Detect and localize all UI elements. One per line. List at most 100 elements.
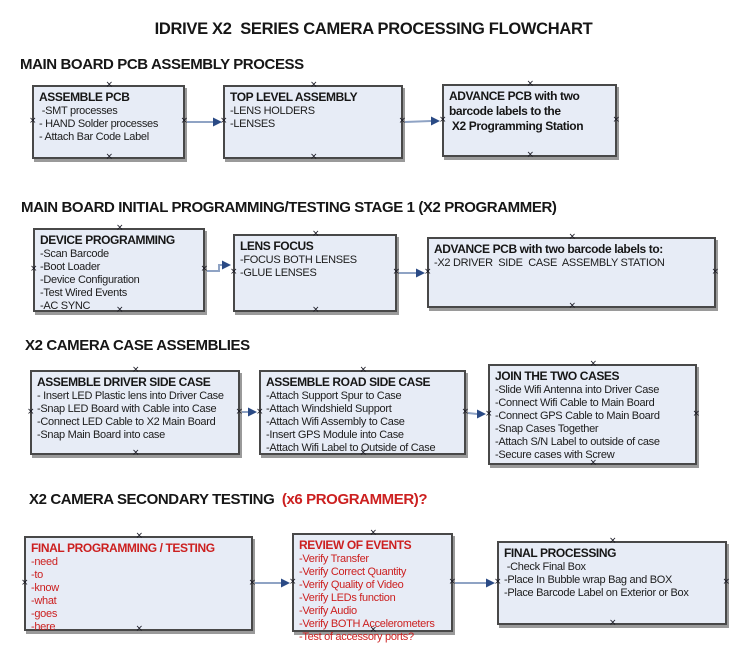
box-item: -Attach Wifi Label to Outside of Case <box>266 442 436 454</box>
box-item: -Verify BOTH Accelerometers <box>299 618 435 630</box>
connection-point-marker: × <box>609 618 617 628</box>
connection-point-marker: × <box>116 223 124 233</box>
connection-point-marker: × <box>589 359 598 369</box>
box-item: -Insert GPS Module into Case <box>266 429 404 441</box>
box-item: -Test of accessory ports? <box>299 631 414 643</box>
box-item: - HAND Solder processes <box>39 118 159 130</box>
box-item: -SMT processes <box>39 105 118 117</box>
box-item: -LENS HOLDERS <box>230 105 315 117</box>
box-header: ASSEMBLE DRIVER SIDE CASE <box>37 375 211 389</box>
box-items: -Scan Barcode-Boot Loader-Device Configu… <box>40 248 203 313</box>
box-header: TOP LEVEL ASSEMBLY <box>230 90 358 104</box>
connection-point-marker: × <box>494 577 502 587</box>
box-item: -Check Final Box <box>504 561 586 573</box>
box-item: -goes <box>31 608 58 620</box>
box-item: -need <box>31 556 58 568</box>
flow-box-top-level-assembly: TOP LEVEL ASSEMBLY -LENS HOLDERS-LENSES … <box>220 81 406 162</box>
flow-box-lens-focus: LENS FOCUS -FOCUS BOTH LENSES-GLUE LENSE… <box>230 230 400 315</box>
box-header: ASSEMBLE ROAD SIDE CASE <box>266 375 431 389</box>
box-item: -what <box>31 595 57 607</box>
box-item: -LENSES <box>230 118 275 130</box>
box-header: FINAL PROCESSING <box>504 546 617 560</box>
box-items: -Slide Wifi Antenna into Driver Case-Con… <box>495 384 695 462</box>
connection-point-marker: × <box>105 80 114 90</box>
box-item: -Verify LEDs function <box>299 592 396 604</box>
connection-point-marker: × <box>310 80 318 90</box>
box-items: -need-to-know-what-goes-here <box>31 556 251 634</box>
box-item: -Connect Wifi Cable to Main Board <box>495 397 655 409</box>
flow-box-review-of-events: REVIEW OF EVENTS -Verify Transfer-Verify… <box>289 529 456 644</box>
box-item: -Device Configuration <box>40 274 140 286</box>
box-item: - Attach Bar Code Label <box>39 131 149 143</box>
box-header: JOIN THE TWO CASES <box>495 369 620 383</box>
connection-point-marker: × <box>312 305 320 315</box>
box-items: - Insert LED Plastic lens into Driver Ca… <box>37 390 238 442</box>
box-header: ADVANCE PCB with two barcode labels to t… <box>449 89 584 133</box>
box-item: -Place Barcode Label on Exterior or Box <box>504 587 689 599</box>
box-header: DEVICE PROGRAMMING <box>40 233 175 247</box>
box-header: LENS FOCUS <box>240 239 314 253</box>
box-header: ASSEMBLE PCB <box>39 90 130 104</box>
box-item: - Insert LED Plastic lens into Driver Ca… <box>37 390 224 402</box>
connection-point-marker: × <box>568 232 577 242</box>
box-item: -Test Wired Events <box>40 287 127 299</box>
page-title: IDRIVE X2 SERIES CAMERA PROCESSING FLOWC… <box>154 20 593 38</box>
flow-box-device-programming: DEVICE PROGRAMMING -Scan Barcode-Boot Lo… <box>30 224 208 315</box>
connection-point-marker: × <box>230 267 238 277</box>
box-item: -Place In Bubble wrap Bag and BOX <box>504 574 673 586</box>
connection-point-marker: × <box>220 116 228 126</box>
box-item: -Scan Barcode <box>40 248 109 260</box>
box-header: REVIEW OF EVENTS <box>299 538 412 552</box>
box-item: -Attach Wifi Assembly to Case <box>266 416 405 428</box>
box-item: -Attach Support Spur to Case <box>266 390 402 402</box>
flow-box-assemble-road-side-case: ASSEMBLE ROAD SIDE CASE -Attach Support … <box>256 366 469 458</box>
box-item: -GLUE LENSES <box>240 267 317 279</box>
flow-box-assemble-driver-side-case: ASSEMBLE DRIVER SIDE CASE - Insert LED P… <box>27 366 243 458</box>
box-items: -Attach Support Spur to Case-Attach Wind… <box>266 390 464 455</box>
box-items: -SMT processes- HAND Solder processes- A… <box>39 105 183 144</box>
connection-point-marker: × <box>289 576 297 587</box>
connection-point-marker: × <box>359 365 368 375</box>
section-heading-black-part: X2 CAMERA SECONDARY TESTING <box>29 491 282 508</box>
flow-box-join-the-two-cases: JOIN THE TWO CASES -Slide Wifi Antenna i… <box>485 360 700 468</box>
connection-point-marker: × <box>310 152 318 162</box>
box-item: -Slide Wifi Antenna into Driver Case <box>495 384 660 396</box>
connection-point-marker: × <box>135 531 144 541</box>
connection-point-marker: × <box>132 365 140 375</box>
connection-point-marker: × <box>30 264 38 274</box>
flow-box-final-processing: FINAL PROCESSING -Check Final Box-Place … <box>494 537 730 628</box>
box-item: -Attach S/N Label to outside of case <box>495 436 660 448</box>
box-item: -Snap Cases Together <box>495 423 599 435</box>
flow-box-final-programming-testing: FINAL PROGRAMMING / TESTING -need-to-kno… <box>21 532 256 634</box>
box-item: -here <box>31 621 56 633</box>
connection-point-marker: × <box>132 448 140 458</box>
box-item: -Boot Loader <box>40 261 100 273</box>
connection-point-marker: × <box>27 406 35 417</box>
section-heading-pcb-assembly: MAIN BOARD PCB ASSEMBLY PROCESS <box>20 56 304 73</box>
box-item: -Verify Audio <box>299 605 357 617</box>
box-item: -Attach Windshield Support <box>266 403 392 415</box>
flow-box-assemble-pcb: ASSEMBLE PCB -SMT processes- HAND Solder… <box>29 81 188 162</box>
box-item: -know <box>31 582 59 594</box>
connection-point-marker: × <box>526 79 535 89</box>
box-item: -AC SYNC <box>40 300 91 312</box>
box-items: -X2 DRIVER SIDE CASE ASSEMBLY STATION <box>434 257 714 270</box>
connection-point-marker: × <box>21 577 29 588</box>
connection-point-marker: × <box>29 116 37 126</box>
flow-box-advance-pcb-driver-side: ADVANCE PCB with two barcode labels to: … <box>424 233 719 311</box>
box-item: -Snap Main Board into case <box>37 429 165 441</box>
box-item: -FOCUS BOTH LENSES <box>240 254 357 266</box>
box-item: -Connect LED Cable to X2 Main Board <box>37 416 216 428</box>
box-item: -Secure cases with Screw <box>495 449 615 461</box>
box-header: ADVANCE PCB with two barcode labels to: <box>434 242 663 256</box>
section-heading-case-assemblies: X2 CAMERA CASE ASSEMBLIES <box>25 337 250 354</box>
section-heading-red-part: (x6 PROGRAMMER)? <box>281 491 428 508</box>
box-item: -to <box>31 569 43 581</box>
connection-point-marker: × <box>568 301 577 311</box>
connection-point-marker: × <box>424 266 432 277</box>
flow-box-advance-pcb-programming-station: ADVANCE PCB with two barcode labels to t… <box>439 80 620 160</box>
box-items: -FOCUS BOTH LENSES-GLUE LENSES <box>240 254 395 280</box>
box-header: FINAL PROGRAMMING / TESTING <box>31 541 215 555</box>
box-item: -Verify Quality of Video <box>299 579 404 591</box>
